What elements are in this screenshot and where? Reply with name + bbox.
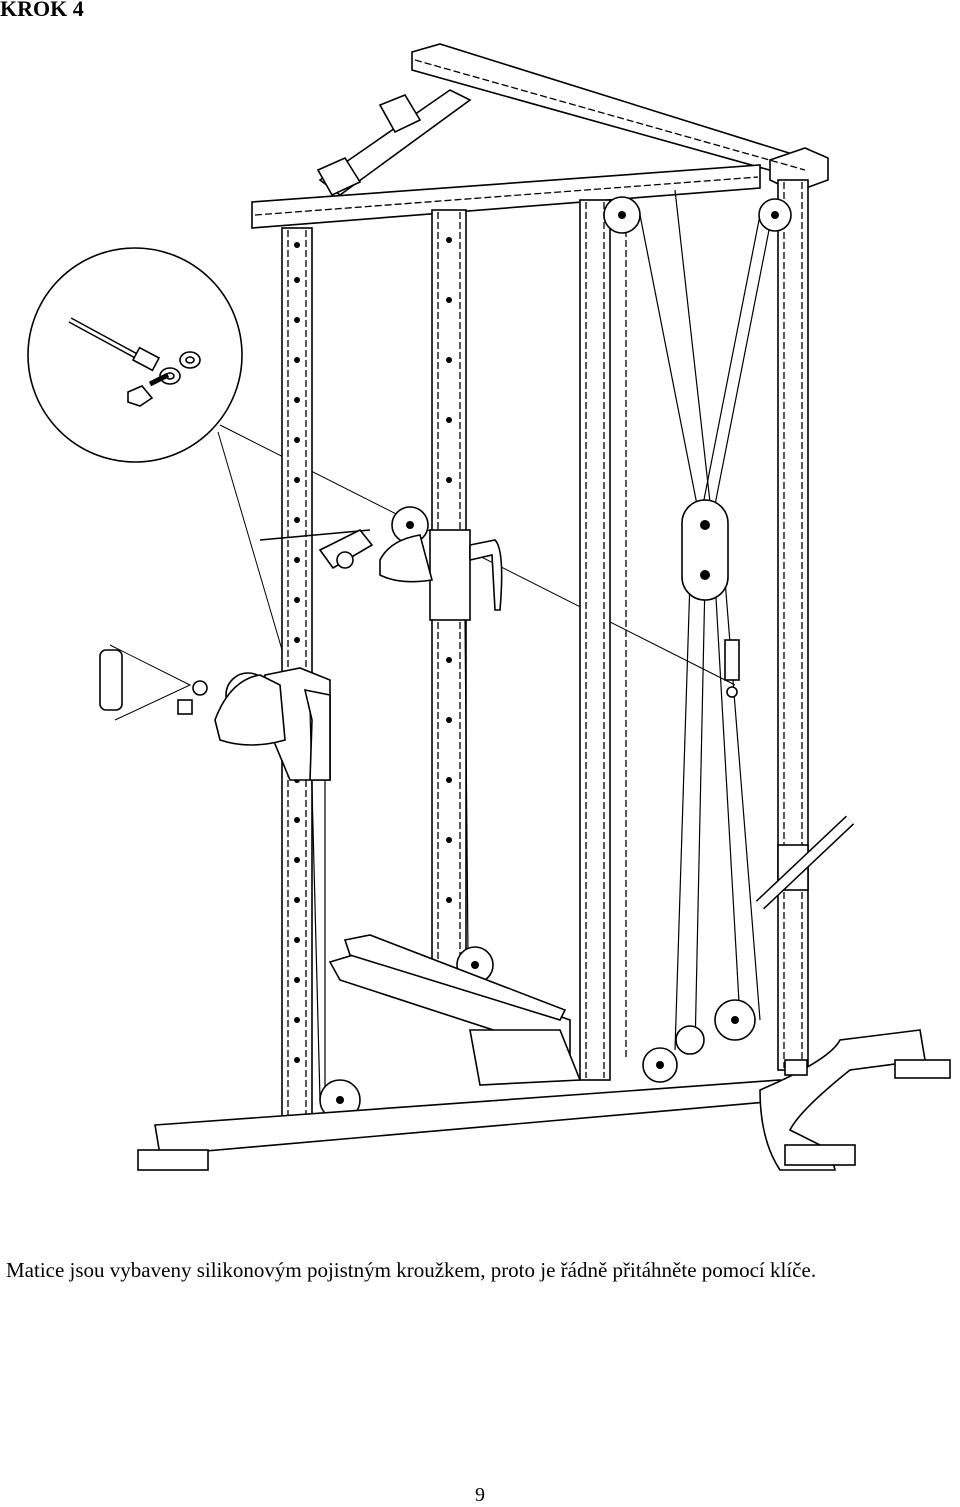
instruction-caption: Matice jsou vybaveny silikonovým pojistn…: [6, 1258, 817, 1282]
detail-callout: [27, 247, 243, 463]
page-number: 9: [475, 1484, 485, 1506]
assembly-illustration: [27, 43, 951, 1171]
bolt-assembly-icon: [68, 317, 201, 407]
multi-gym-frame-icon: [99, 43, 951, 1171]
step-title: KROK 4: [0, 0, 84, 21]
